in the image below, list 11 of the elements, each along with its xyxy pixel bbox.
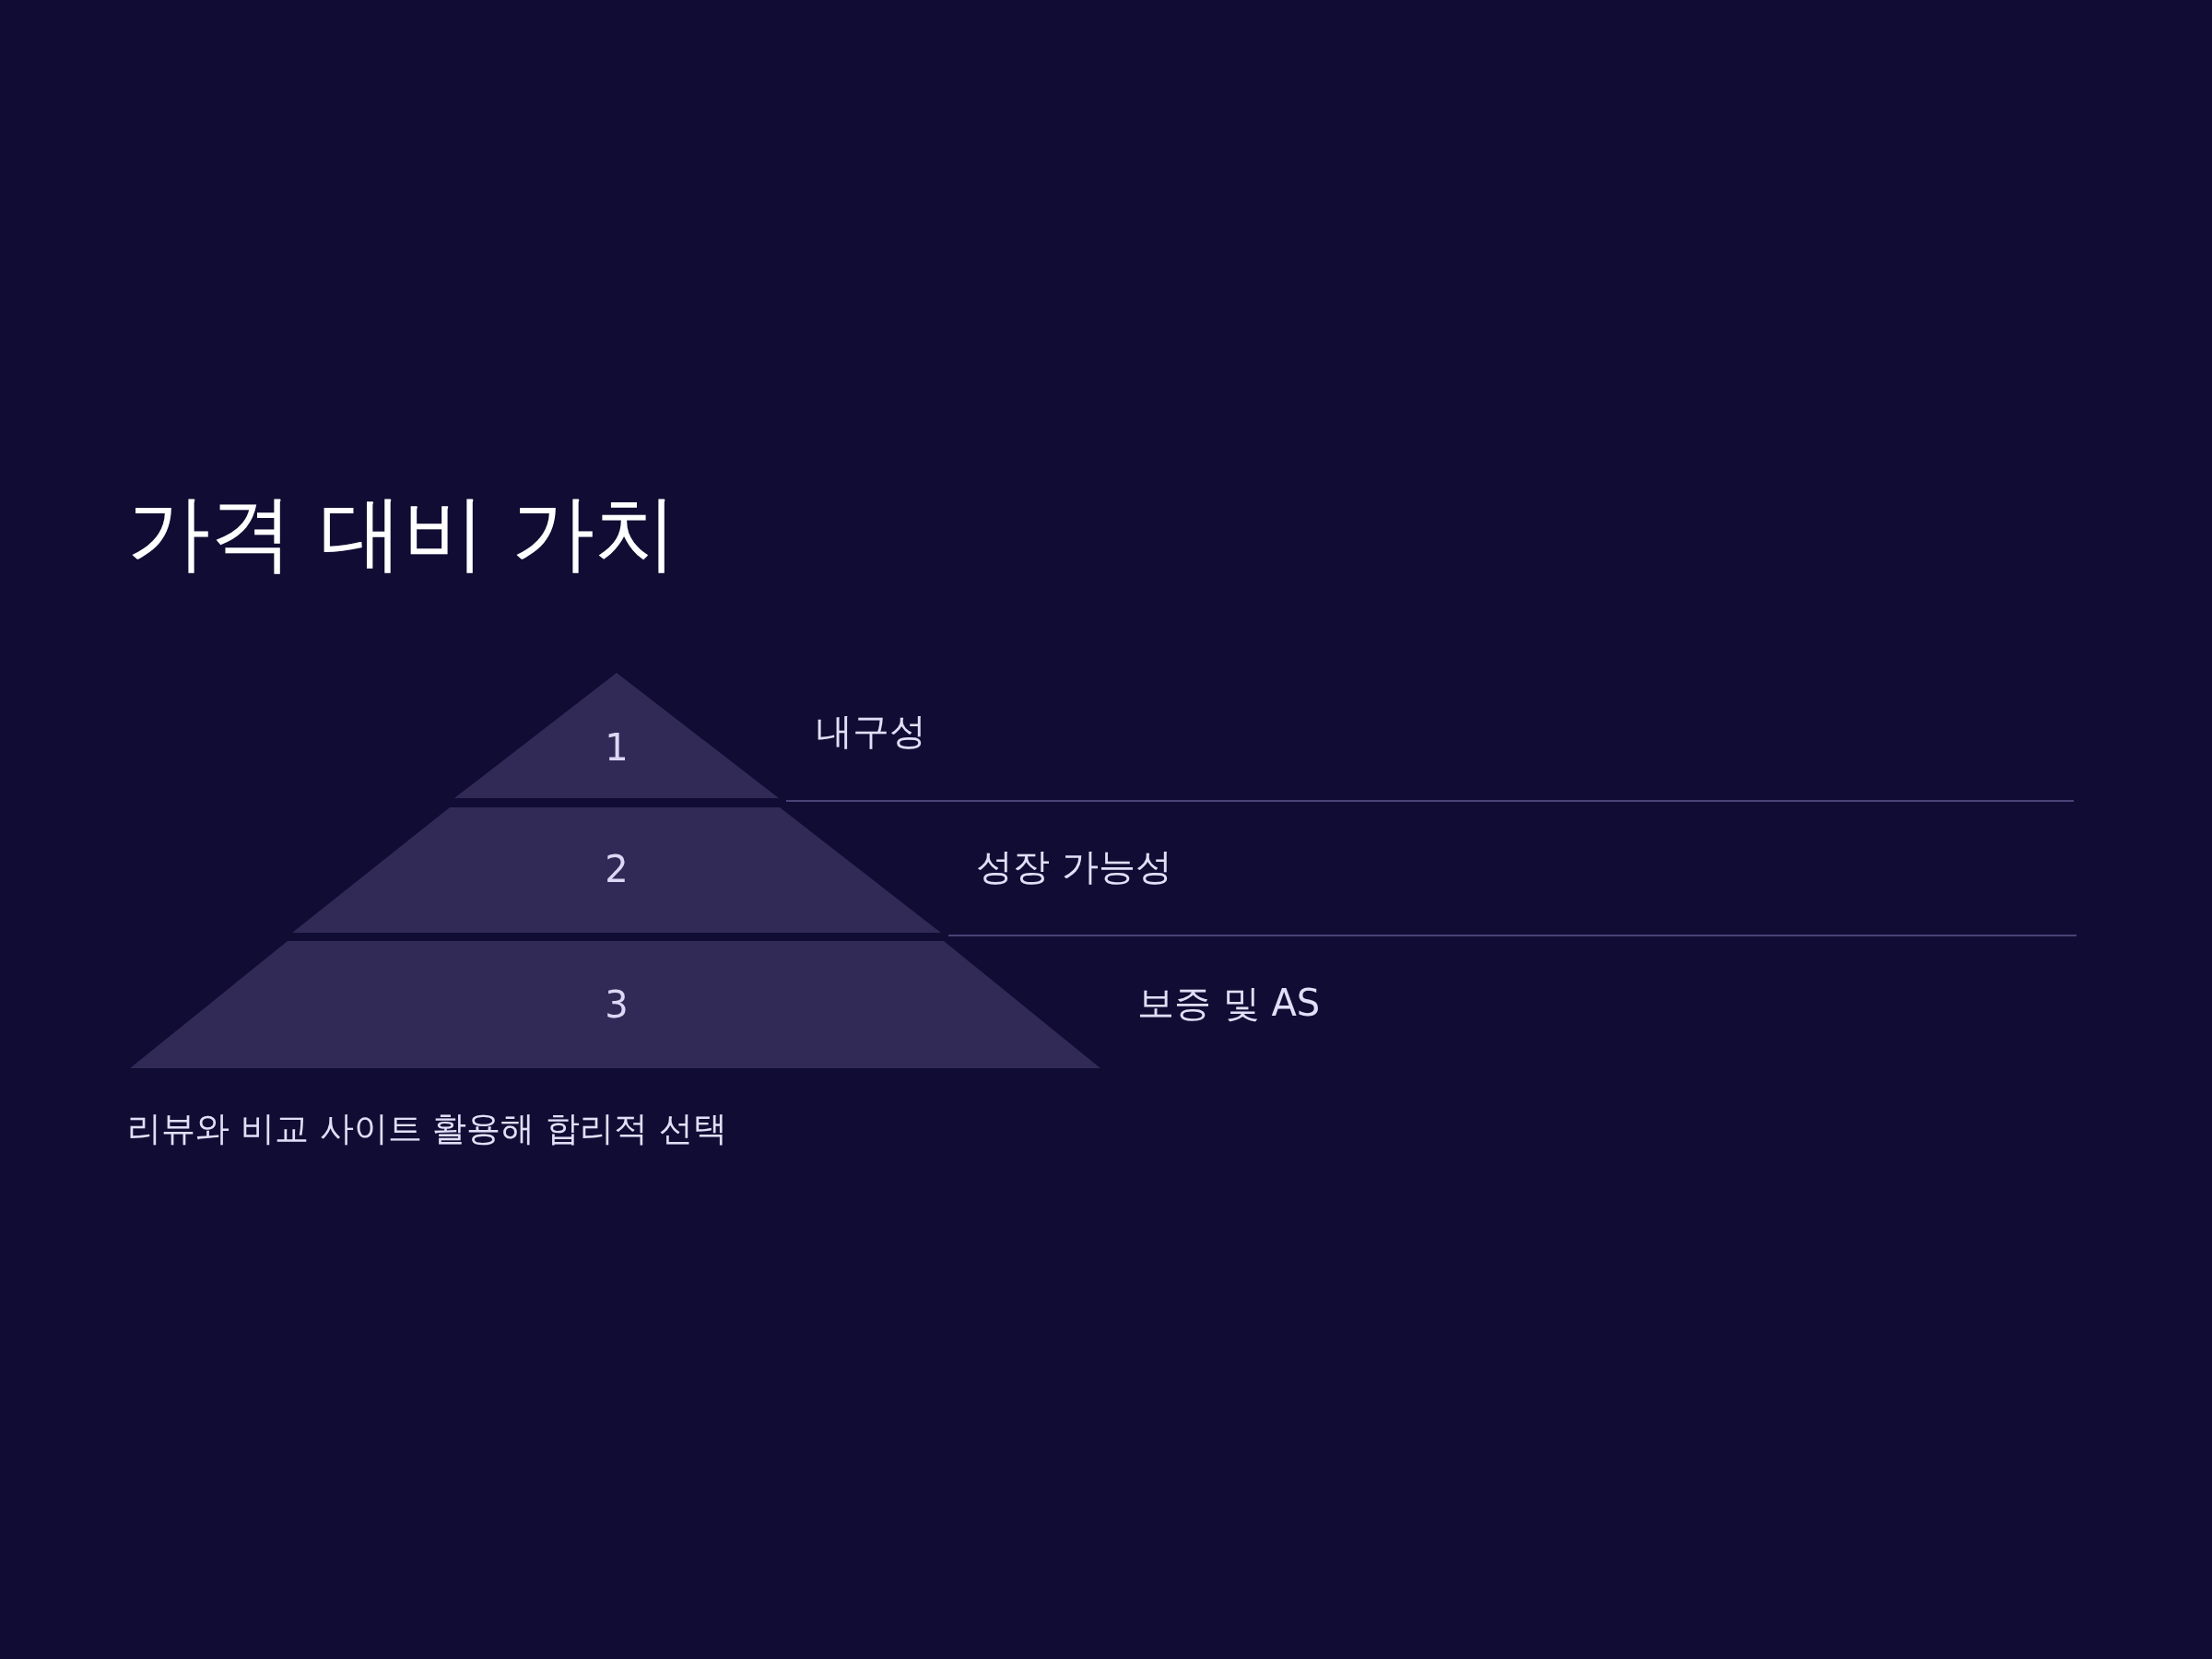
caption: 리뷰와 비교 사이트 활용해 합리적 선택 <box>127 1111 727 1148</box>
tier-number: 2 <box>605 851 629 888</box>
tier-number: 1 <box>605 729 629 766</box>
tier-label: 내구성 <box>816 712 926 749</box>
tier-label: 성장 가능성 <box>976 848 1172 885</box>
pyramid-tier <box>454 673 779 798</box>
title: 가격 대비 가치 <box>127 487 678 578</box>
pyramid-tier <box>292 807 941 933</box>
pyramid-tier <box>130 941 1100 1068</box>
tier-label: 보증 및 AS <box>1137 984 1321 1021</box>
tier-number: 3 <box>605 986 629 1023</box>
